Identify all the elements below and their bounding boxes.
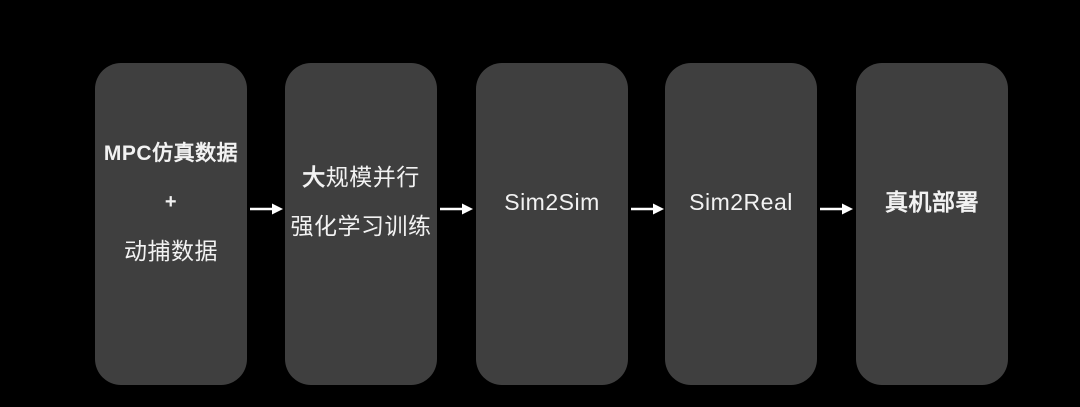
- node-line: 动捕数据: [124, 239, 218, 263]
- node-label: 大规模并行 强化学习训练: [291, 166, 432, 239]
- node-rl-training: 大规模并行 强化学习训练: [285, 63, 437, 385]
- node-real-deployment: 真机部署: [856, 63, 1008, 385]
- node-training-data: MPC仿真数据 + 动捕数据: [95, 63, 247, 385]
- flow-arrow-icon: [818, 199, 854, 219]
- text-bold-segment: 大: [302, 164, 326, 190]
- flow-arrow-icon: [629, 199, 665, 219]
- text-segment: 规模并行: [325, 164, 420, 190]
- flow-arrow-icon: [438, 199, 474, 219]
- text-segment: 动捕数据: [123, 237, 218, 264]
- text-segment: 强化学习训练: [290, 213, 432, 239]
- text-bold-segment: MPC仿真数据: [103, 141, 239, 165]
- node-line: MPC仿真数据: [104, 141, 238, 165]
- node-line: Sim2Sim: [504, 190, 600, 214]
- node-line: +: [165, 190, 177, 214]
- node-line: 真机部署: [885, 190, 979, 214]
- flow-arrow-icon: [248, 199, 284, 219]
- text-segment: Sim2Real: [689, 188, 793, 215]
- text-bold-segment: 真机部署: [885, 188, 979, 215]
- node-label: Sim2Sim: [504, 190, 600, 214]
- plus-sign: +: [164, 191, 178, 213]
- node-sim2sim: Sim2Sim: [476, 63, 628, 385]
- node-label: MPC仿真数据 + 动捕数据: [104, 141, 238, 263]
- node-sim2real: Sim2Real: [665, 63, 817, 385]
- text-segment: Sim2Sim: [504, 188, 600, 215]
- node-line: 大规模并行: [302, 166, 420, 190]
- node-line: Sim2Real: [689, 190, 793, 214]
- node-line: 强化学习训练: [291, 215, 432, 239]
- node-label: 真机部署: [885, 190, 979, 214]
- node-label: Sim2Real: [689, 190, 793, 214]
